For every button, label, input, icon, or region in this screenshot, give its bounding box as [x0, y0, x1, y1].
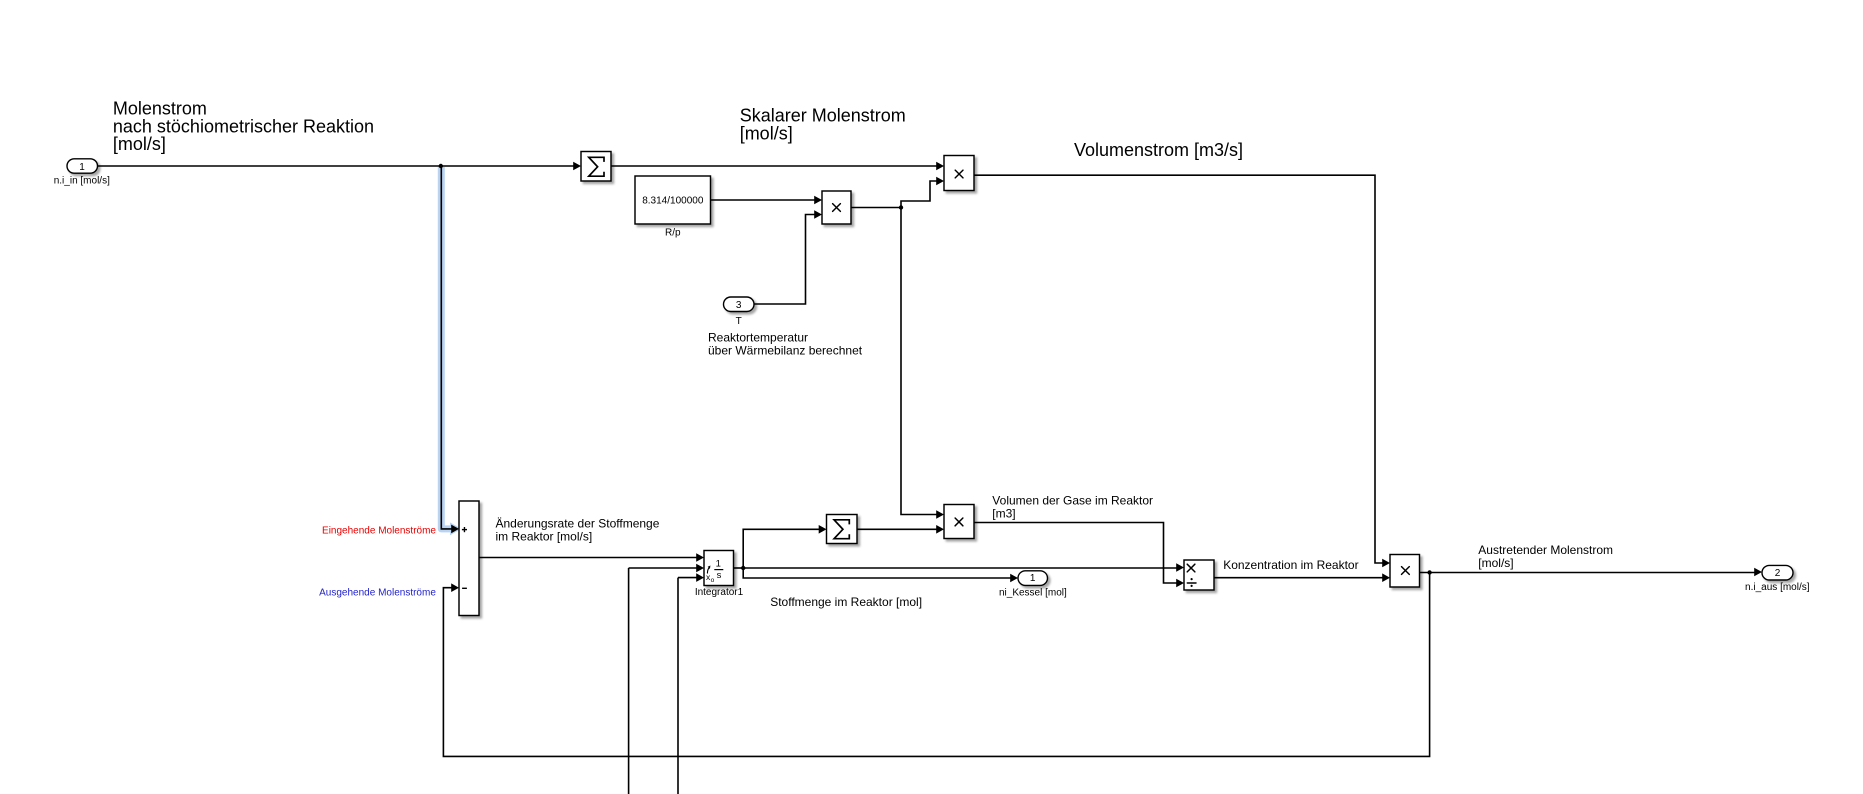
svg-text:o: o: [711, 577, 715, 584]
svg-text:8.314/100000: 8.314/100000: [642, 196, 704, 207]
svg-text:Reaktortemperatur: Reaktortemperatur: [708, 331, 808, 345]
svg-text:über Wärmebilanz berechnet: über Wärmebilanz berechnet: [708, 344, 863, 358]
svg-text:R/p: R/p: [665, 228, 681, 239]
svg-text:[m3]: [m3]: [992, 507, 1015, 521]
svg-text:Ausgehende Molenströme: Ausgehende Molenströme: [319, 588, 436, 599]
svg-text:n.i_in [mol/s]: n.i_in [mol/s]: [54, 175, 110, 186]
svg-text:1: 1: [1030, 573, 1036, 584]
svg-text:Integrator1: Integrator1: [695, 587, 744, 598]
svg-text:Änderungsrate der Stoffmenge: Änderungsrate der Stoffmenge: [496, 517, 660, 531]
svg-text:1: 1: [79, 162, 85, 173]
svg-text:Molenstrom: Molenstrom: [113, 98, 207, 118]
svg-text:nach stöchiometrischer Reaktio: nach stöchiometrischer Reaktion: [113, 116, 374, 136]
svg-text:T: T: [736, 316, 742, 327]
svg-text:Eingehende Molenströme: Eingehende Molenströme: [322, 526, 436, 537]
svg-text:Volumen der Gase im Reaktor: Volumen der Gase im Reaktor: [992, 494, 1153, 508]
svg-text:Stoffmenge im Reaktor [mol]: Stoffmenge im Reaktor [mol]: [770, 595, 922, 609]
svg-text:ni_Kessel [mol]: ni_Kessel [mol]: [999, 588, 1067, 599]
svg-text:Austretender Molenstrom: Austretender Molenstrom: [1478, 543, 1613, 557]
svg-text:1: 1: [716, 559, 721, 570]
svg-text:[mol/s]: [mol/s]: [113, 134, 166, 154]
svg-text:n.i_aus [mol/s]: n.i_aus [mol/s]: [1745, 582, 1810, 593]
svg-text:Skalarer Molenstrom: Skalarer Molenstrom: [740, 105, 906, 125]
svg-text:3: 3: [736, 300, 742, 311]
svg-text:Volumenstrom [m3/s]: Volumenstrom [m3/s]: [1074, 140, 1243, 160]
svg-text:Konzentration im Reaktor: Konzentration im Reaktor: [1223, 558, 1358, 572]
svg-text:im Reaktor [mol/s]: im Reaktor [mol/s]: [496, 529, 593, 543]
svg-text:s: s: [717, 570, 722, 581]
svg-text:2: 2: [1775, 568, 1781, 579]
svg-text:x: x: [706, 572, 711, 582]
svg-text:[mol/s]: [mol/s]: [740, 123, 793, 143]
svg-text:[mol/s]: [mol/s]: [1478, 556, 1513, 570]
